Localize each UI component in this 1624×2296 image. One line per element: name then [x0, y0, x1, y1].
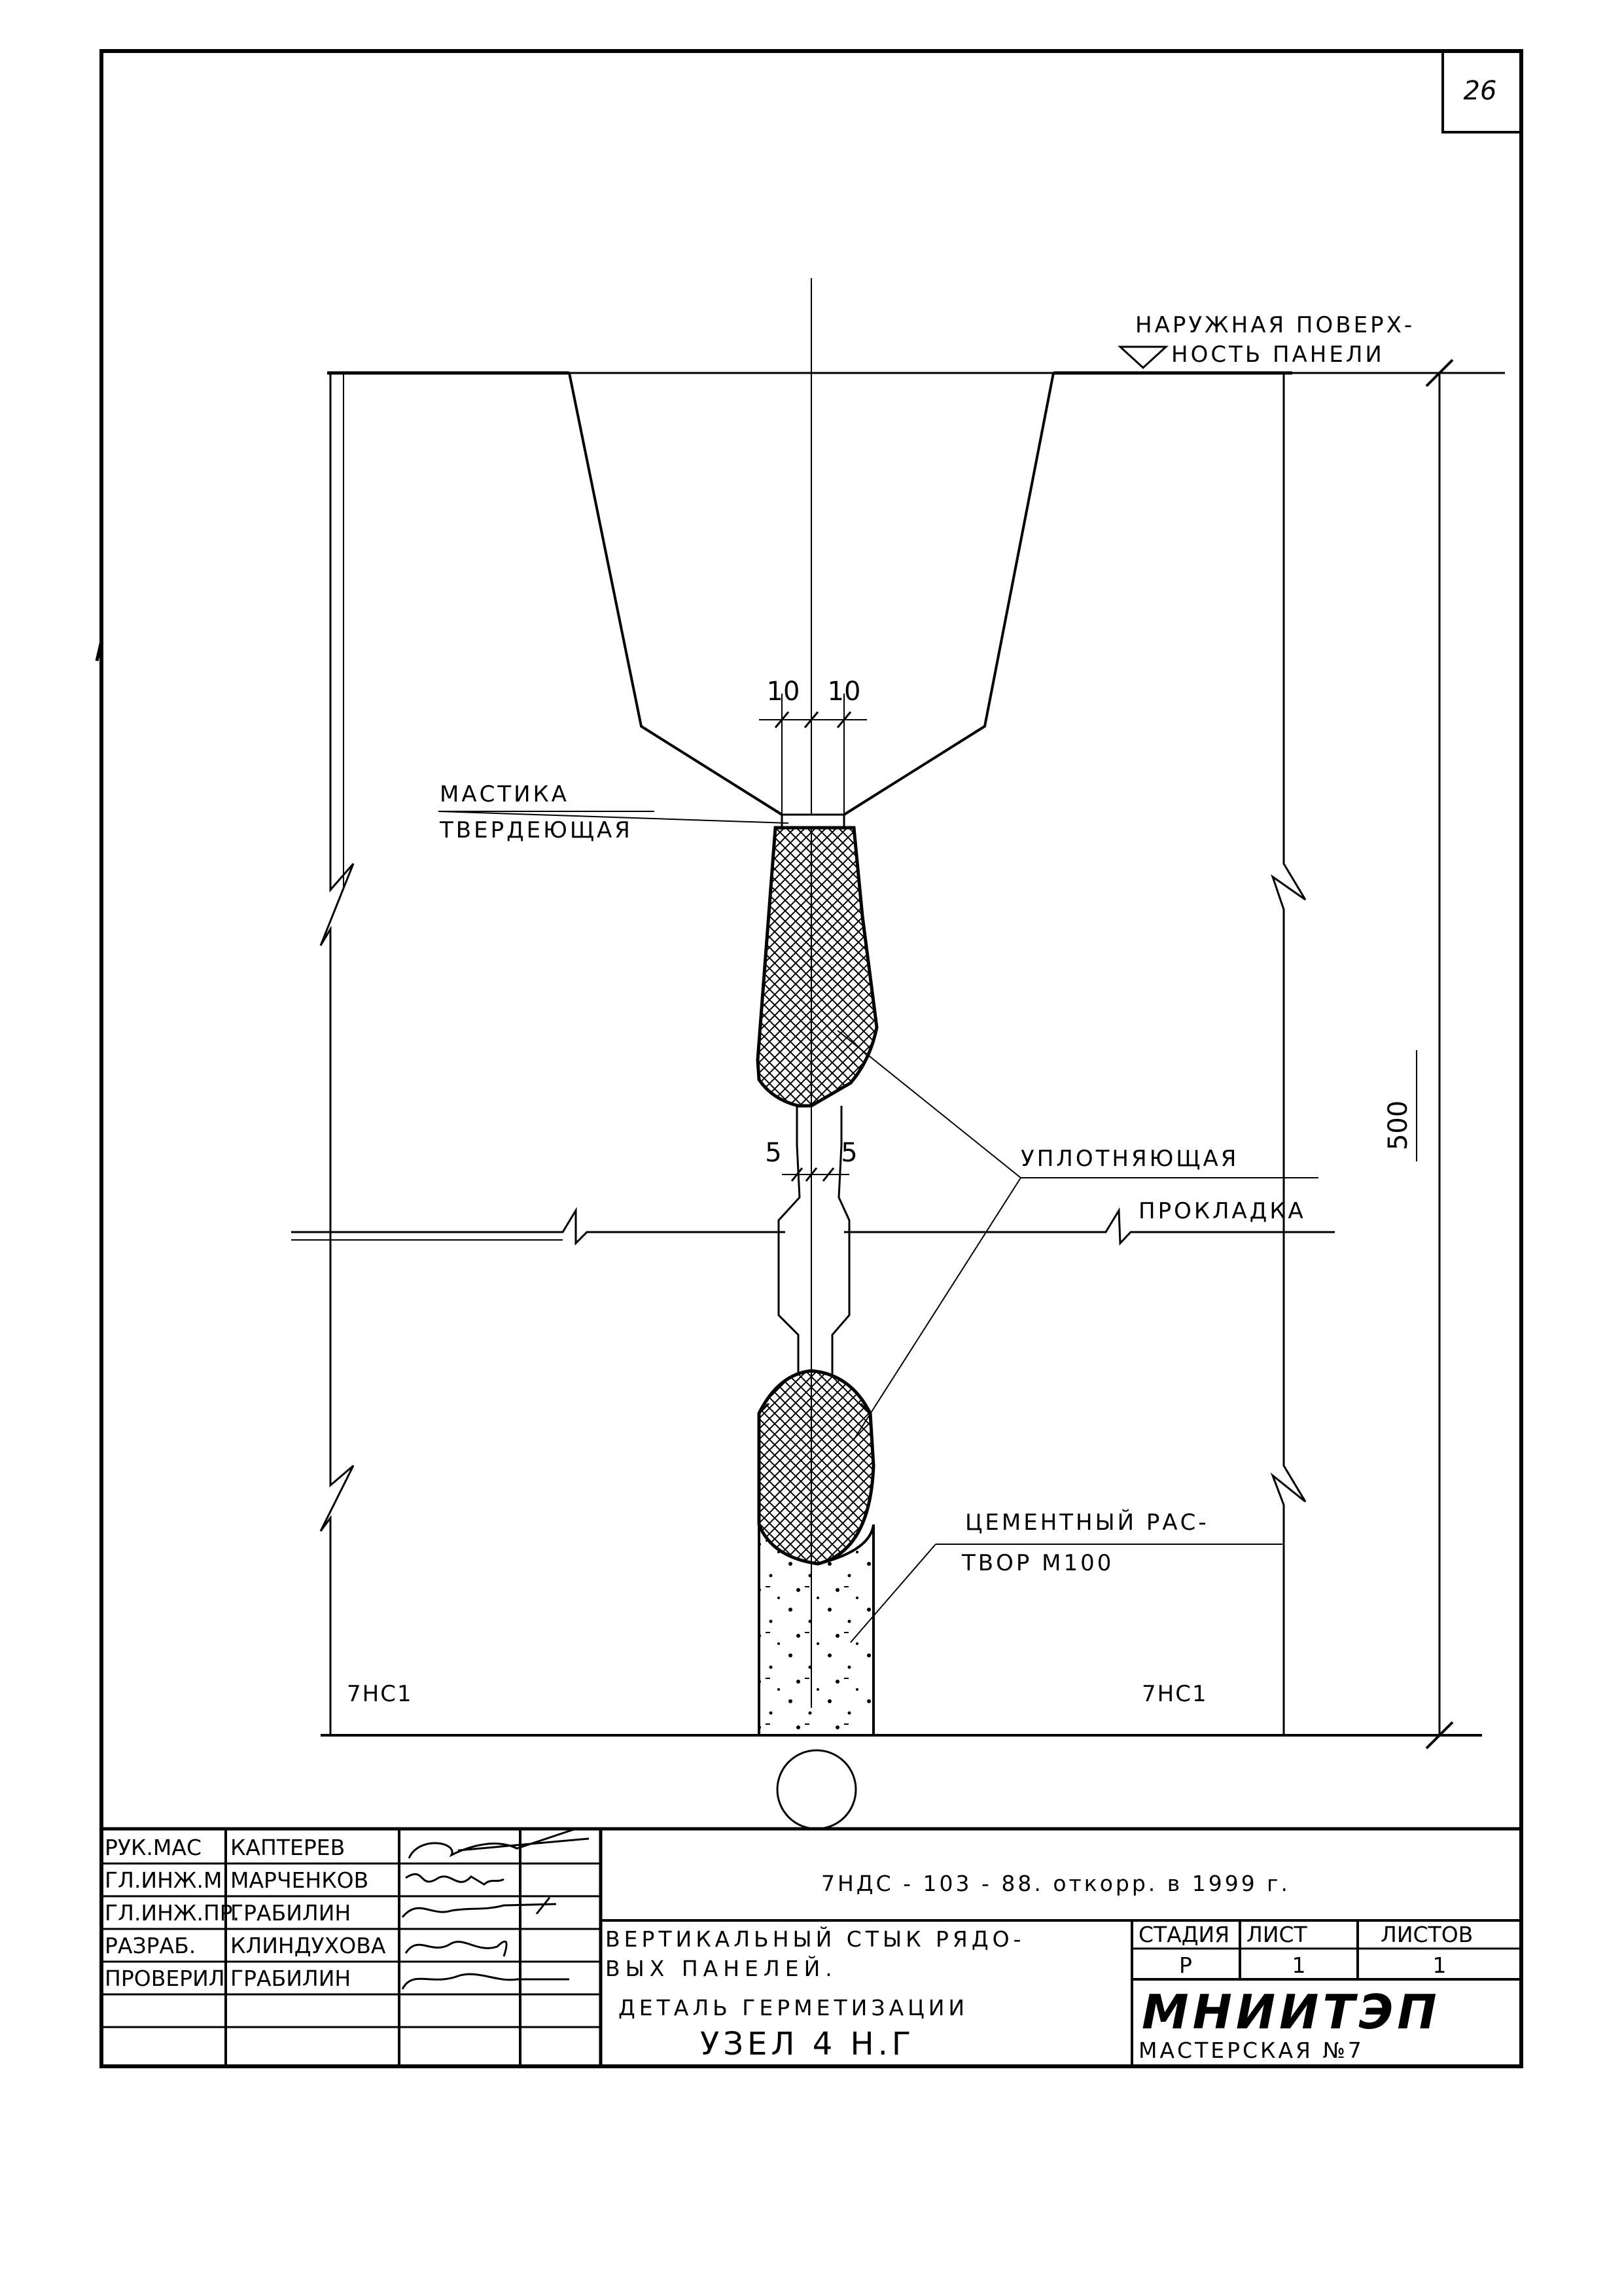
label-outer-surface-2: НОСТЬ ПАНЕЛИ	[1171, 342, 1385, 368]
tb-sheet: 1	[1292, 1952, 1306, 1978]
signature-2	[405, 1873, 504, 1886]
tb-title-3: ДЕТАЛЬ ГЕРМЕТИЗАЦИИ	[618, 1995, 968, 2021]
signature-1	[408, 1828, 590, 1859]
signature-4	[404, 1940, 508, 1957]
title-block: РУК.МАС КАПТЕРЕВ ГЛ.ИНЖ.М. МАРЧЕНКОВ ГЛ.…	[101, 1827, 1521, 2066]
signature-5	[401, 1973, 569, 1990]
label-panel-left: 7НС1	[347, 1681, 413, 1707]
level-mark-icon	[1118, 345, 1169, 370]
joint-drawing: 10 10 5 5	[291, 278, 1505, 1830]
tb-node: УЗЕЛ 4 Н.Г	[700, 2026, 915, 2062]
label-gasket-1: УПЛОТНЯЮЩАЯ	[1021, 1146, 1239, 1172]
tb-stage-header: СТАДИЯ	[1139, 1922, 1229, 1947]
panel-right-boundary	[1270, 373, 1307, 1735]
label-mortar-1: ЦЕМЕНТНЫЙ РАС-	[965, 1509, 1209, 1536]
joint-profile-left	[568, 372, 783, 816]
dim-height: 500	[1383, 1101, 1413, 1150]
tb-sheets-header: ЛИСТОВ	[1381, 1922, 1473, 1947]
tb-role-5: ПРОВЕРИЛ	[105, 1966, 225, 1991]
lower-gasket	[757, 1369, 875, 1566]
break-line-horizontal	[291, 1207, 1335, 1246]
rod-section	[776, 1749, 857, 1830]
dim-top-left: 10	[767, 677, 800, 707]
tb-role-3: ГЛ.ИНЖ.ПР.	[105, 1900, 239, 1926]
doc-code: 7НДС - 103 - 88. откорр. в 1999 г.	[821, 1871, 1290, 1896]
tb-stage: Р	[1179, 1952, 1192, 1978]
sheet-number-box: 26	[1441, 51, 1521, 133]
tb-sheet-header: ЛИСТ	[1246, 1922, 1308, 1947]
tb-sheets: 1	[1433, 1952, 1447, 1978]
label-mastic-2: ТВЕРДЕЮЩАЯ	[439, 817, 633, 843]
sheet-number: 26	[1464, 76, 1497, 106]
tb-name-2: МАРЧЕНКОВ	[230, 1867, 368, 1893]
dim-mid-right: 5	[841, 1138, 857, 1168]
label-gasket-2: ПРОКЛАДКА	[1139, 1198, 1306, 1224]
joint-profile-right	[843, 372, 1055, 816]
tb-title-2: ВЫХ ПАНЕЛЕЙ.	[605, 1955, 838, 1981]
label-panel-right: 7НС1	[1142, 1681, 1208, 1707]
cement-mortar	[758, 1524, 875, 1737]
panel-left-boundary	[319, 373, 355, 1735]
label-outer-surface-1: НАРУЖНАЯ ПОВЕРХ-	[1135, 312, 1415, 338]
sheet-frame	[99, 49, 1523, 2068]
tb-role-4: РАЗРАБ.	[105, 1933, 196, 1958]
mastic	[781, 813, 845, 829]
label-mortar-2: ТВОР М100	[961, 1550, 1114, 1576]
tb-name-1: КАПТЕРЕВ	[230, 1835, 345, 1860]
label-mastic-1: МАСТИКА	[440, 781, 569, 807]
tb-name-5: ГРАБИЛИН	[230, 1966, 351, 1991]
tb-title-1: ВЕРТИКАЛЬНЫЙ СТЫК РЯДО-	[605, 1926, 1025, 1952]
dim-mid-left: 5	[765, 1138, 781, 1168]
tb-name-3: ГРАБИЛИН	[230, 1900, 351, 1926]
tb-role-1: РУК.МАС	[105, 1835, 202, 1860]
dim-top-right: 10	[828, 677, 861, 707]
upper-gasket	[756, 826, 879, 1108]
tb-workshop: МАСТЕРСКАЯ №7	[1139, 2038, 1364, 2063]
tb-name-4: КЛИНДУХОВА	[230, 1933, 386, 1958]
tb-org: МНИИТЭП	[1142, 1985, 1441, 2040]
signature-3	[401, 1897, 557, 1918]
tb-role-2: ГЛ.ИНЖ.М.	[105, 1867, 229, 1893]
